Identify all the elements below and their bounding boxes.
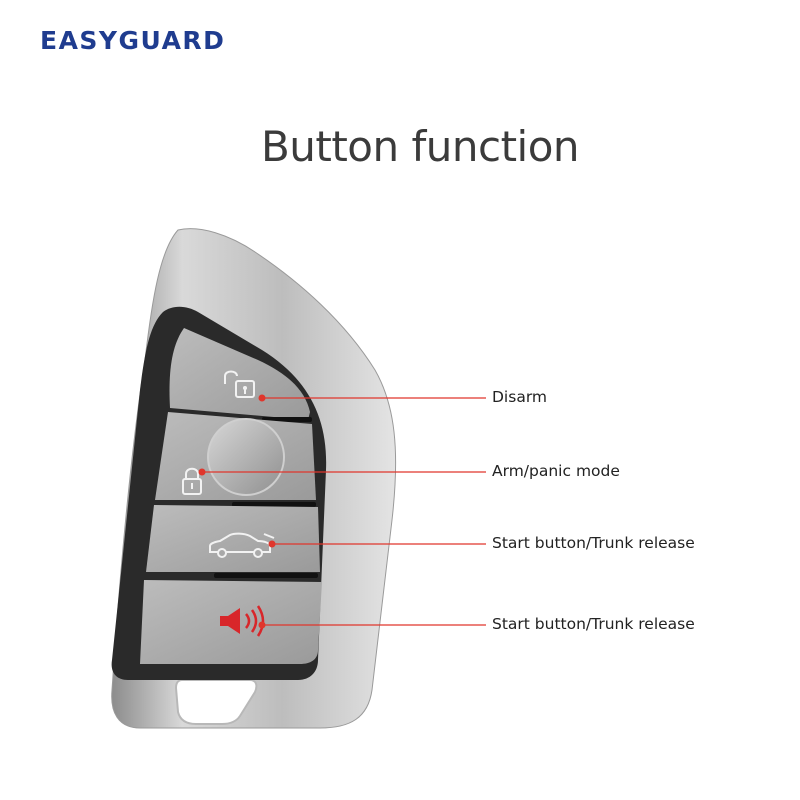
callout-label-disarm: Disarm — [492, 388, 548, 406]
callout-label-arm-panic: Arm/panic mode — [492, 462, 620, 480]
disarm-button[interactable] — [169, 328, 310, 420]
button-separator — [262, 417, 312, 422]
button-separator — [232, 502, 316, 507]
trunk-button[interactable] — [146, 505, 320, 572]
callout-line-arm — [198, 468, 486, 476]
page-title: Button function — [260, 122, 580, 171]
brand-logo: EASYGUARD — [40, 26, 226, 55]
callout-line-trunk — [268, 540, 486, 548]
unlock-icon — [224, 370, 255, 398]
callout-line-panic — [258, 621, 486, 629]
callout-line-disarm — [258, 394, 486, 402]
lock-icon — [182, 467, 202, 495]
car-trunk-icon — [209, 532, 275, 558]
speaker-panic-icon — [220, 605, 265, 637]
start-circle-emblem — [207, 418, 285, 496]
button-separator — [214, 573, 318, 578]
callout-label-panic: Start button/Trunk release — [492, 615, 695, 633]
callout-label-trunk: Start button/Trunk release — [492, 534, 695, 552]
key-ring-slot — [174, 679, 258, 725]
